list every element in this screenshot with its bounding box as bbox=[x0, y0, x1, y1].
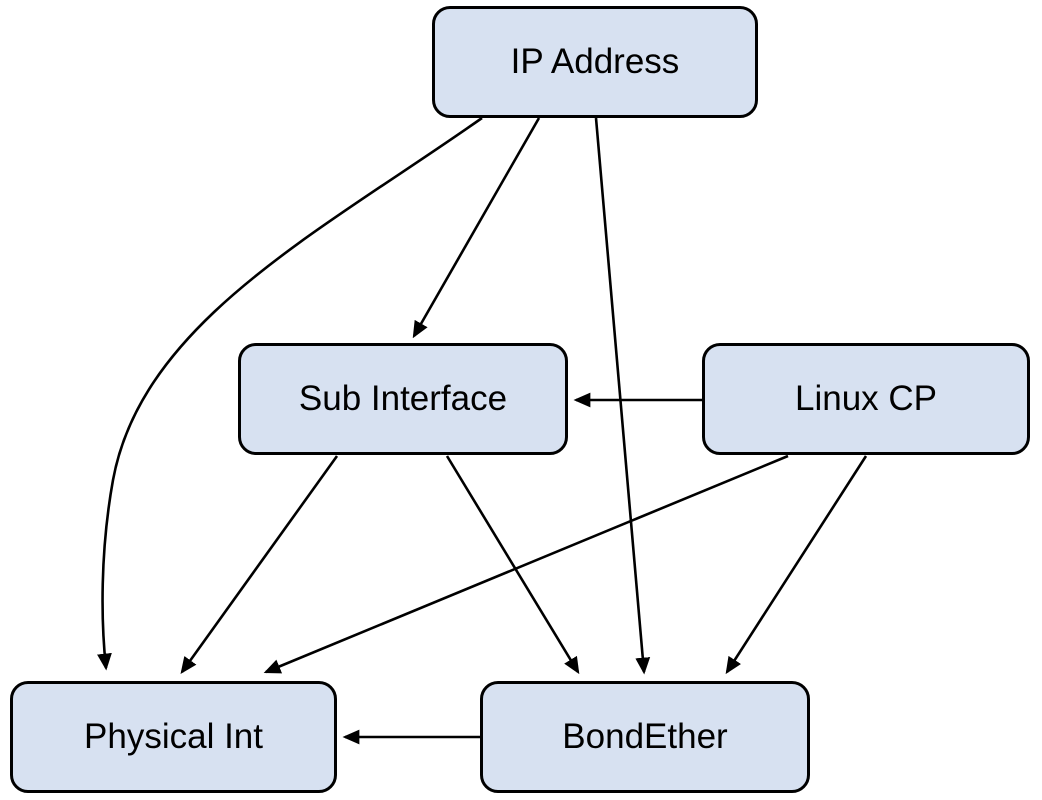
edge-linux-cp-to-physical-int bbox=[263, 454, 789, 674]
edge-ip-address-to-sub-interface bbox=[412, 117, 541, 339]
node-linux-cp-label: Linux CP bbox=[794, 379, 938, 418]
node-ip-address-label: IP Address bbox=[510, 42, 680, 81]
edge-sub-interface-to-physical-int bbox=[180, 455, 339, 675]
node-bondether-label: BondEther bbox=[562, 717, 728, 756]
node-linux-cp: Linux CP bbox=[702, 343, 1030, 455]
edge-sub-interface-to-bondether bbox=[445, 455, 580, 675]
node-physical-int-label: Physical Int bbox=[84, 717, 263, 756]
node-ip-address: IP Address bbox=[432, 6, 758, 118]
node-bondether: BondEther bbox=[480, 681, 810, 793]
node-sub-interface-label: Sub Interface bbox=[298, 379, 508, 418]
node-sub-interface: Sub Interface bbox=[238, 343, 568, 455]
edge-linux-cp-to-bondether bbox=[725, 455, 868, 675]
edge-ip-address-to-bondether bbox=[594, 117, 651, 675]
node-physical-int: Physical Int bbox=[10, 681, 337, 793]
edge-ip-address-to-physical-int bbox=[97, 116, 483, 671]
